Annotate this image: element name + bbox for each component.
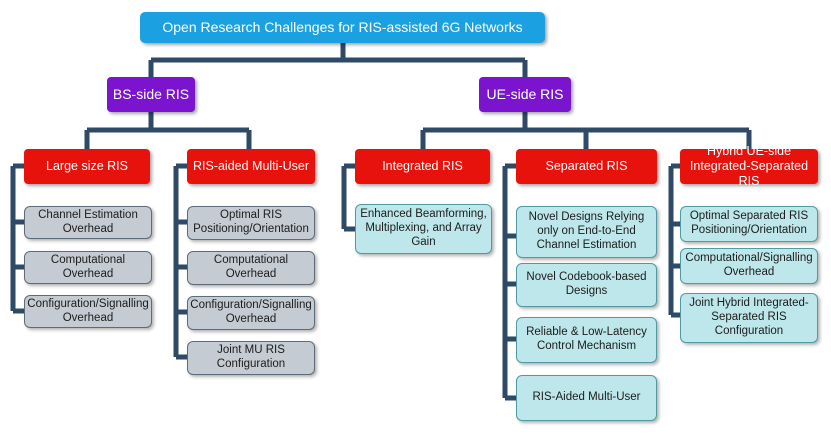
leaf-computational-signalling-overhead: Computational/Signalling Overhead bbox=[680, 248, 818, 284]
leaf-configuration-signalling-overhead: Configuration/Signalling Overhead bbox=[24, 295, 152, 328]
root-node: Open Research Challenges for RIS-assiste… bbox=[140, 12, 545, 43]
leaf-novel-designs-end-to-end: Novel Designs Relying only on End-to-End… bbox=[516, 206, 657, 258]
bs-side-node: BS-side RIS bbox=[107, 77, 195, 112]
leaf-joint-hybrid-configuration: Joint Hybrid Integrated-Separated RIS Co… bbox=[680, 293, 818, 343]
connector-bs-categories bbox=[84, 112, 252, 149]
connector-large-size bbox=[10, 163, 24, 314]
leaf-reliable-low-latency: Reliable & Low-Latency Control Mechanism bbox=[516, 317, 657, 363]
connector-separated bbox=[502, 163, 516, 401]
leaf-channel-estimation-overhead: Channel Estimation Overhead bbox=[24, 206, 152, 239]
ue-side-node: UE-side RIS bbox=[479, 77, 571, 112]
leaf-ris-aided-multi-user: RIS-Aided Multi-User bbox=[516, 375, 657, 421]
ris-aided-multi-user-node: RIS-aided Multi-User bbox=[187, 149, 315, 184]
connector-root-sides bbox=[148, 43, 528, 77]
hybrid-ris-node: Hybrid UE-side Integrated-Separated RIS bbox=[680, 144, 818, 188]
leaf-optimal-separated-ris-positioning: Optimal Separated RIS Positioning/Orient… bbox=[680, 206, 818, 242]
integrated-ris-node: Integrated RIS bbox=[355, 149, 490, 184]
connector-hybrid bbox=[668, 163, 680, 318]
leaf-optimal-ris-positioning: Optimal RIS Positioning/Orientation bbox=[187, 206, 315, 240]
connector-multi-user bbox=[173, 163, 187, 360]
connector-integrated bbox=[341, 163, 355, 232]
leaf-mu-configuration-signalling-overhead: Configuration/Signalling Overhead bbox=[187, 296, 315, 330]
large-size-ris-node: Large size RIS bbox=[24, 149, 150, 184]
leaf-computational-overhead: Computational Overhead bbox=[24, 251, 152, 284]
leaf-mu-computational-overhead: Computational Overhead bbox=[187, 251, 315, 285]
separated-ris-node: Separated RIS bbox=[516, 149, 657, 184]
leaf-enhanced-beamforming: Enhanced Beamforming, Multiplexing, and … bbox=[355, 204, 492, 254]
leaf-joint-mu-ris-configuration: Joint MU RIS Configuration bbox=[187, 341, 315, 375]
leaf-novel-codebook-designs: Novel Codebook-based Designs bbox=[516, 263, 657, 307]
connector-ue-categories bbox=[420, 112, 752, 149]
